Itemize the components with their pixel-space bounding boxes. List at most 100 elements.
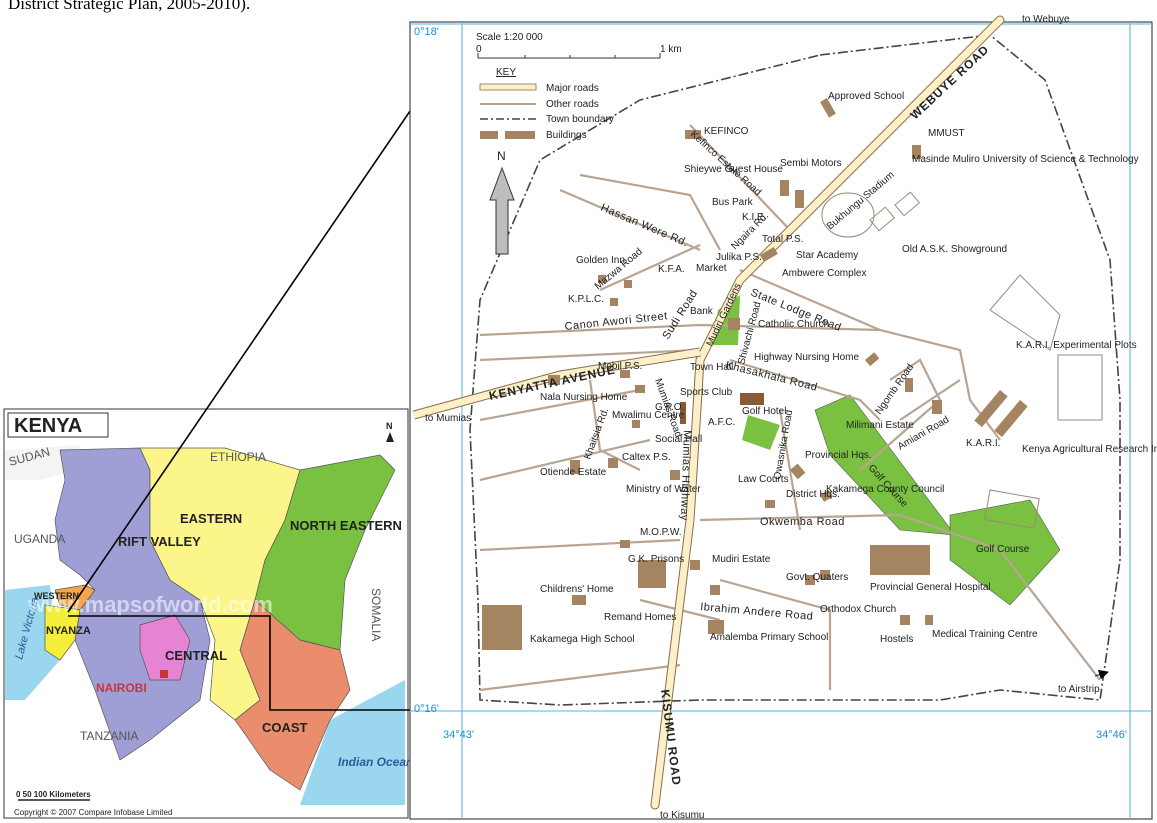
place-orthodox-church: Orthodox Church <box>820 604 896 615</box>
town-map: Scale 1:20 000 0 1 km KEY Major roads Ot… <box>409 14 1157 821</box>
province-coast: COAST <box>262 720 308 735</box>
country-somalia: SOMALIA <box>369 588 383 641</box>
province-eastern: EASTERN <box>180 511 242 526</box>
place-star-academy: Star Academy <box>796 250 858 261</box>
place-remand-homes: Remand Homes <box>604 612 676 623</box>
place-old-ask: Old A.S.K. Showground <box>902 244 1007 255</box>
mudiri-gardens-green <box>712 295 740 345</box>
place-sports-club: Sports Club <box>680 387 733 398</box>
dest-mumias: to Mumias <box>425 413 471 424</box>
province-north-eastern: NORTH EASTERN <box>290 518 402 533</box>
kenya-north-arrow-icon <box>386 432 394 442</box>
watermark-text: www.mapsofworld.com <box>27 592 273 617</box>
place-mopw: M.O.P.W. <box>640 527 682 538</box>
place-kakamega-high: Kakamega High School <box>530 634 635 645</box>
country-ethiopia: ETHIOPIA <box>210 450 266 464</box>
place-provincial-hospital: Provincial General Hospital <box>870 582 991 593</box>
place-golf-hotel: Golf Hotel <box>742 406 786 417</box>
nairobi-marker <box>160 670 168 678</box>
place-highway-nursing: Highway Nursing Home <box>754 352 859 363</box>
dest-kisumu: to Kisumu <box>660 810 704 821</box>
kenya-scale-label: 0 50 100 Kilometers <box>16 790 91 799</box>
place-provincial-hqs: Provincial Hqs. <box>805 450 872 461</box>
place-kari-plots: K.A.R.I. Experimental Plots <box>1016 340 1137 351</box>
place-total-ps: Total P.S. <box>762 234 804 245</box>
place-nala-nursing: Nala Nursing Home <box>540 392 628 403</box>
scale-start: 0 <box>476 44 482 55</box>
place-ministry-water: Ministry of Water <box>626 484 701 495</box>
place-bank-1: Bank <box>690 306 714 317</box>
dest-webuye: to Webuye <box>1022 14 1070 25</box>
place-gk-prisons: G.K. Prisons <box>628 554 684 565</box>
place-julika-ps: Julika P.S. <box>716 252 762 263</box>
scale-end: 1 km <box>660 44 682 55</box>
indian-ocean-label: Indian Ocean <box>338 755 413 769</box>
place-golf-course-2: Golf Course <box>976 544 1030 555</box>
place-mudiri-estate: Mudiri Estate <box>712 554 771 565</box>
coast-region <box>234 599 351 791</box>
place-govt-quaters: Govt. Quaters <box>786 572 848 583</box>
coord-top-lat: 0°18' <box>414 26 439 38</box>
place-kplc: K.P.L.C. <box>568 294 604 305</box>
dest-airstrip: to Airstrip <box>1058 684 1100 695</box>
golf-course-area-1 <box>814 394 956 536</box>
town-boundary <box>469 34 1121 706</box>
coord-right-lon: 34°46' <box>1096 729 1127 741</box>
place-hostels: Hostels <box>880 634 913 645</box>
country-uganda: UGANDA <box>14 532 65 546</box>
north-arrow-icon <box>489 166 515 255</box>
coord-bottom-lat: 0°16' <box>414 703 439 715</box>
plot-outlines <box>821 191 1103 529</box>
place-kefinco: KEFINCO <box>704 126 749 137</box>
caption-text: District Strategic Plan, 2005-2010). <box>8 0 251 13</box>
place-caltex-ps: Caltex P.S. <box>622 452 671 463</box>
key-town-boundary: Town boundary <box>546 114 614 125</box>
coord-left-lon: 34°43' <box>443 729 474 741</box>
province-central: CENTRAL <box>165 648 227 663</box>
central-region <box>139 614 191 681</box>
place-town-hall: Town Hall <box>690 362 733 373</box>
kenya-title: KENYA <box>14 415 82 437</box>
key-major-swatch <box>479 83 537 91</box>
place-district-hqs: District Hqs. <box>786 489 840 500</box>
place-social-hall: Social Hall <box>655 434 702 445</box>
place-county-council: Kakamega County Council <box>826 484 944 495</box>
place-masinde-muliro: Masinde Muliro University of Science & T… <box>912 154 1139 165</box>
road-highway: Mumias Highway <box>678 430 693 521</box>
key-buildings-swatch <box>505 131 535 139</box>
place-mobil-ps: Mobil P.S. <box>598 361 642 372</box>
country-tanzania: TANZANIA <box>80 729 138 743</box>
kenya-inset: KENYA N SUDAN ETHIOPIA UGANDA SOMALIA TA… <box>3 408 413 819</box>
place-catholic-church: Catholic Church <box>758 319 829 330</box>
place-kie: K.I.E. <box>742 212 766 223</box>
scale-title: Scale 1:20 000 <box>476 32 543 43</box>
place-law-courts: Law Courts <box>738 474 789 485</box>
road-okwemba: Okwemba Road <box>760 516 845 528</box>
other-roads <box>479 124 1101 692</box>
province-western: WESTERN <box>34 591 79 601</box>
province-nyanza: NYANZA <box>46 625 91 637</box>
key-title: KEY <box>496 67 516 78</box>
key-major-roads: Major roads <box>546 83 599 94</box>
pointer-arrows <box>67 30 465 718</box>
place-golden-inn: Golden Inn <box>576 255 625 266</box>
place-bus-park: Bus Park <box>712 197 754 208</box>
nyanza-region <box>44 604 81 661</box>
arrow-to-bottom-corner <box>68 615 464 718</box>
place-medical-training: Medical Training Centre <box>932 629 1038 640</box>
place-childrens-home: Childrens' Home <box>540 584 614 595</box>
key-other-roads: Other roads <box>546 99 599 110</box>
key-buildings: Buildings <box>546 130 587 141</box>
place-amalemba: Amalemba Primary School <box>710 632 828 643</box>
buildings <box>482 98 1028 650</box>
place-sembi-motors: Sembi Motors <box>780 158 842 169</box>
arrow-to-top-corner <box>67 30 465 613</box>
place-otiende: Otiende Estate <box>540 467 607 478</box>
place-shieywe: Shieywe Guest House <box>684 164 783 175</box>
place-ambwere: Ambwere Complex <box>782 268 866 279</box>
place-approved-school: Approved School <box>828 91 904 102</box>
place-kari: K.A.R.I. <box>966 438 1000 449</box>
place-mmust: MMUST <box>928 128 965 139</box>
place-milimani: Milimani Estate <box>846 420 914 431</box>
